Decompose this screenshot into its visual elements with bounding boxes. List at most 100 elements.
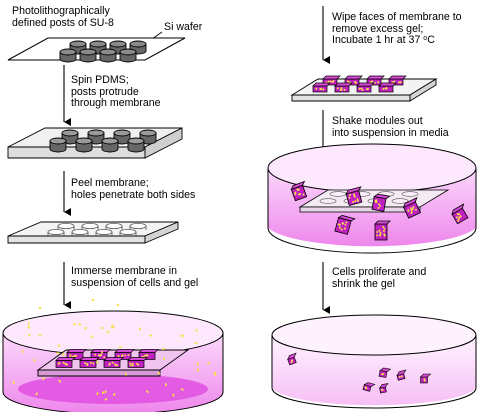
suspended-cell <box>213 373 217 376</box>
protruding-post <box>49 137 67 153</box>
step4-line1: Immerse membrane in <box>71 265 177 277</box>
su8-post <box>129 40 147 55</box>
suspended-cell <box>35 392 38 396</box>
suspended-cell <box>113 393 116 396</box>
peeled-membrane <box>7 221 179 244</box>
suspended-cell <box>78 323 82 326</box>
su8-post <box>99 48 117 63</box>
released-module <box>334 215 356 235</box>
released-module <box>290 180 308 202</box>
suspended-cell <box>138 327 141 331</box>
step5-label: Wipe faces of membrane to remove excess … <box>332 11 462 47</box>
suspended-cell <box>21 349 24 354</box>
step6-label: Shake modules out into suspension in med… <box>332 115 449 139</box>
protruding-post <box>127 137 145 153</box>
step1-line2: defined posts of SU-8 <box>12 16 114 29</box>
released-module <box>371 193 391 212</box>
gel-module <box>127 357 148 368</box>
gel-module <box>344 75 363 86</box>
pdms-membrane-with-posts <box>7 127 183 159</box>
step5-line3-prefix: Incubate 1 hr at 37 <box>332 34 424 47</box>
step2-line2: posts protrude <box>71 85 139 98</box>
membrane-hole <box>81 222 99 229</box>
step5-line1: Wipe faces of membrane to <box>332 11 462 23</box>
step6-line1: Shake modules out <box>332 115 423 127</box>
suspended-cell <box>180 388 184 391</box>
suspended-cell <box>106 330 110 334</box>
shrunken-module <box>396 369 407 381</box>
gel-module <box>334 82 353 93</box>
suspended-cell <box>84 327 88 330</box>
step7-line2: shrink the gel <box>332 277 396 290</box>
gel-module <box>366 75 385 86</box>
step3-line1: Peel membrane; <box>71 177 149 189</box>
membrane-hole <box>57 222 75 229</box>
gel-module <box>388 75 407 86</box>
shrunken-module <box>378 383 389 394</box>
step5-degree: o <box>423 35 428 43</box>
empty-hole <box>391 198 409 204</box>
suspended-cell <box>149 334 153 337</box>
suspended-cell <box>57 344 61 347</box>
released-module <box>451 203 469 225</box>
shrunken-module <box>287 352 297 366</box>
suspended-cell <box>62 352 65 356</box>
suspended-cell <box>73 322 76 326</box>
suspended-cell <box>124 372 127 376</box>
suspended-cell <box>194 342 198 345</box>
step6-line2: into suspension in media <box>332 126 449 139</box>
suspended-cell <box>33 358 36 362</box>
released-module <box>402 197 421 219</box>
suspended-cell <box>91 298 95 302</box>
suspended-cell <box>100 327 104 329</box>
gel-module <box>103 357 124 368</box>
suspended-cell <box>111 325 114 329</box>
step3-label: Peel membrane; holes penetrate both side… <box>71 177 196 201</box>
step5-line2: remove excess gel; <box>332 22 424 35</box>
step3-line2: holes penetrate both sides <box>71 188 196 201</box>
step5-line3-suffix: C <box>427 34 435 47</box>
suspended-cell <box>118 346 122 349</box>
proliferation-dish <box>271 314 477 409</box>
empty-hole <box>319 198 337 204</box>
suspended-cell <box>104 398 108 401</box>
step4-label: Immerse membrane in suspension of cells … <box>71 265 198 289</box>
suspended-cell <box>12 380 15 385</box>
suspended-cell <box>116 303 120 307</box>
step1-label: Photolithographically defined posts of S… <box>12 5 114 29</box>
suspended-cell <box>213 371 217 374</box>
suspended-cell <box>146 390 149 393</box>
shrunken-module <box>362 382 376 392</box>
suspended-cell <box>42 377 45 380</box>
membrane-hole <box>119 228 137 235</box>
step1-line1: Photolithographically <box>12 5 110 17</box>
suspended-cell <box>157 371 161 375</box>
wafer-label-text: Si wafer <box>164 21 203 33</box>
suspended-cell <box>172 393 175 397</box>
suspended-cell <box>196 362 199 366</box>
suspended-cell <box>164 382 167 387</box>
membrane-hole <box>95 228 113 235</box>
su8-post <box>79 48 97 63</box>
su8-post <box>59 48 77 63</box>
released-module <box>345 186 363 206</box>
wiped-membrane <box>290 75 438 102</box>
released-module <box>374 220 391 241</box>
membrane-hole <box>105 222 123 229</box>
suspended-cell <box>195 328 198 332</box>
process-arrows <box>63 6 330 314</box>
suspended-cell <box>58 379 61 383</box>
suspended-cell <box>96 391 99 396</box>
protruding-post <box>139 129 157 145</box>
gel-module <box>55 357 76 368</box>
membrane-hole <box>47 228 65 235</box>
gel-module <box>312 82 331 93</box>
gel-module <box>378 82 397 93</box>
membrane-hole <box>129 222 147 229</box>
gel-module <box>66 349 87 360</box>
shrunken-module <box>419 373 432 384</box>
gel-module <box>79 357 100 368</box>
empty-hole <box>329 191 347 197</box>
